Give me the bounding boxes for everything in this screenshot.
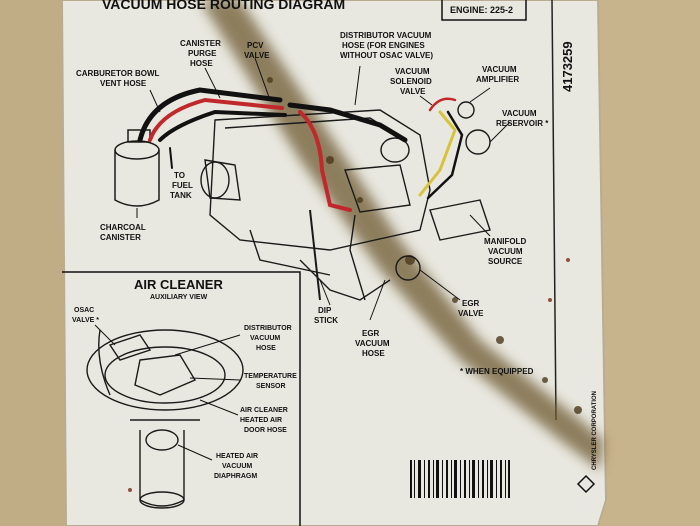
carburetor — [344, 164, 411, 213]
egr-valve-body — [395, 255, 421, 281]
label-canister-purge: CANISTER PURGE HOSE — [180, 39, 223, 68]
part-number: 4173259 — [560, 41, 575, 92]
inset-label-temperature-sensor: TEMPERATURE SENSOR — [244, 373, 299, 390]
label-dip-stick: DIP STICK — [314, 306, 338, 325]
label-vacuum-reservoir: VACUUM RESERVOIR * — [496, 109, 549, 128]
inset-label-air-door: AIR CLEANER HEATED AIR DOOR HOSE — [240, 407, 290, 434]
yellow-hose — [418, 110, 457, 197]
placard-edge — [60, 0, 608, 526]
engine-box — [441, 0, 527, 21]
black-hose-canister — [137, 87, 283, 143]
distributor-cap — [380, 137, 410, 163]
pcv-hose — [287, 102, 408, 143]
inset-border — [62, 271, 301, 526]
label-vacuum-solenoid: VACUUM SOLENOID VALVE — [390, 67, 434, 96]
maker-text: CHRYSLER CORPORATION — [592, 391, 598, 470]
label-manifold-vacuum: MANIFOLD VACUUM SOURCE — [484, 237, 528, 266]
black-hose-bowl — [158, 109, 287, 142]
hoses — [137, 87, 464, 212]
label-carburetor-bowl-vent: CARBURETOR BOWL VENT HOSE — [76, 69, 162, 88]
label-egr-vacuum-hose: EGR VACUUM HOSE — [355, 329, 392, 358]
inset-subtitle: AUXILIARY VIEW — [150, 294, 208, 301]
label-egr-valve: EGR VALVE — [458, 299, 484, 318]
header: VACUUM HOSE ROUTING DIAGRAM ENGINE: 225-… — [102, 0, 575, 92]
placard — [60, 0, 608, 526]
vacuum-amplifier — [457, 101, 475, 119]
label-pcv-valve: PCV VALVE — [244, 41, 270, 60]
placard-plate — [62, 0, 606, 526]
footnote-when-equipped: * WHEN EQUIPPED — [460, 367, 534, 376]
diaphragm — [145, 429, 179, 451]
inset-label-distributor-vacuum: DISTRIBUTOR VACUUM HOSE — [244, 325, 294, 352]
diagram-title: VACUUM HOSE ROUTING DIAGRAM — [102, 0, 345, 12]
inset-leaders — [94, 324, 241, 461]
red-hose-canister — [148, 97, 284, 142]
label-to-fuel-tank: TO FUEL TANK — [170, 171, 195, 200]
black-hose-amplifier — [426, 110, 464, 200]
inset-label-diaphragm: HEATED AIR VACUUM DIAPHRAGM — [214, 453, 260, 480]
inset-title: AIR CLEANER — [134, 277, 223, 292]
dirt-stain — [200, 0, 604, 470]
main-labels: CANISTER PURGE HOSE PCV VALVE DISTRIBUTO… — [76, 31, 549, 376]
label-charcoal-canister: CHARCOAL CANISTER — [100, 223, 148, 242]
air-cleaner-drawing — [86, 329, 244, 509]
red-hose-pcv — [298, 110, 352, 212]
engine-label: ENGINE: 225-2 — [450, 5, 513, 15]
label-distributor-vacuum-hose: DISTRIBUTOR VACUUM HOSE (FOR ENGINES WIT… — [340, 31, 434, 60]
label-vacuum-amplifier: VACUUM AMPLIFIER — [476, 65, 519, 84]
pentastar-icon — [576, 474, 596, 494]
right-border-line — [551, 0, 557, 421]
dip-stick-tube — [309, 209, 321, 301]
leader-lines — [136, 57, 511, 321]
air-cleaner-inset: AIR CLEANER AUXILIARY VIEW OSAC VALVE * … — [62, 271, 301, 526]
thermostat-housing — [204, 159, 241, 201]
engine-block — [209, 109, 431, 251]
engine-drawing — [200, 101, 491, 301]
air-cleaner-housing — [86, 329, 244, 411]
barcode — [410, 460, 510, 498]
red-hose-solenoid — [428, 97, 457, 112]
inset-label-osac: OSAC VALVE * — [72, 307, 99, 324]
osac-valve — [108, 334, 152, 361]
chrysler-logo: CHRYSLER CORPORATION — [576, 391, 598, 494]
